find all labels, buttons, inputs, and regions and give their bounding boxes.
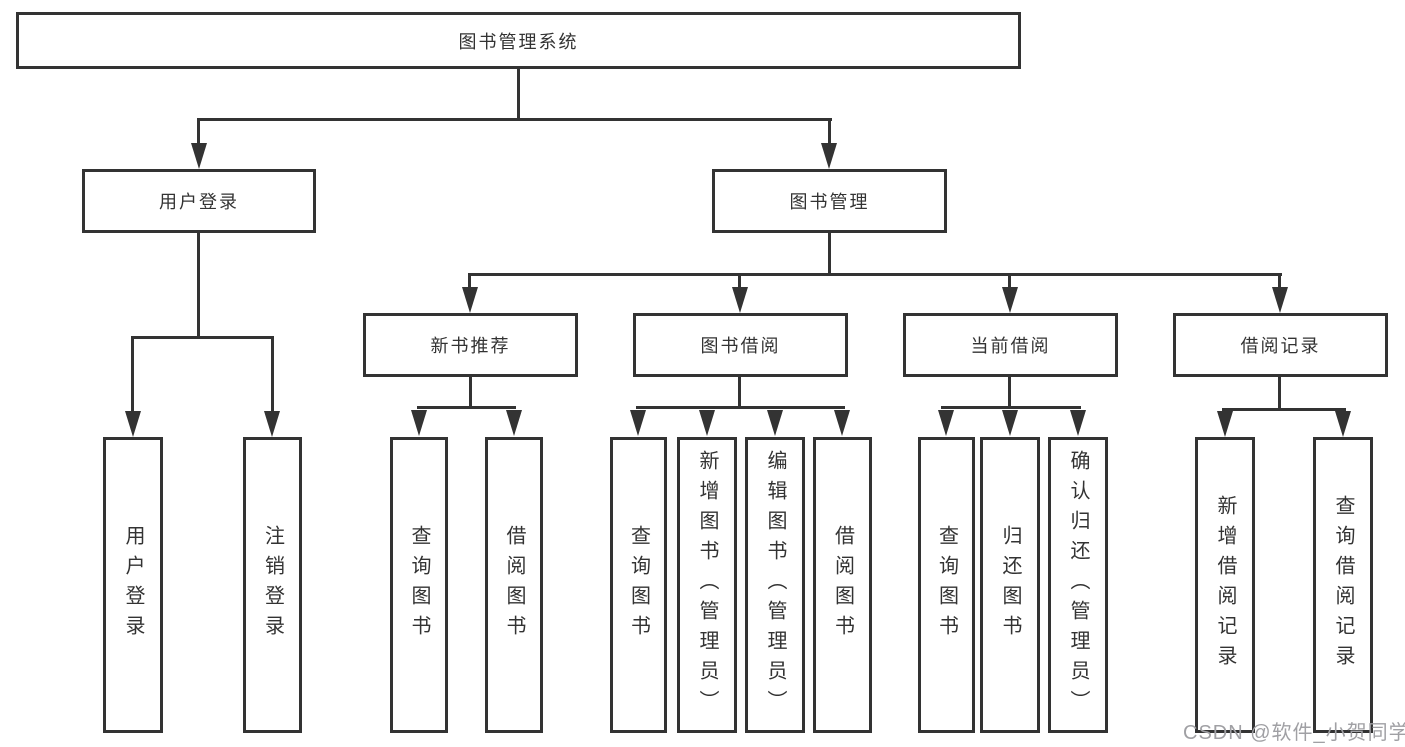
node-label: 图书管理系统	[458, 31, 579, 52]
connector-line	[197, 118, 200, 148]
connector-line	[941, 406, 1081, 409]
leaf-current-confirm-return-admin: 确认归还（管理员）	[1048, 437, 1108, 733]
arrow-down-icon	[821, 143, 837, 169]
node-label: 查询借阅记录	[1332, 495, 1354, 675]
leaf-records-add-borrow-record: 新增借阅记录	[1195, 437, 1255, 733]
node-label: 查询图书	[408, 525, 430, 645]
node-label: 借阅图书	[831, 525, 854, 645]
arrow-down-icon	[834, 410, 850, 436]
node-user-login: 用户登录	[82, 169, 316, 233]
connector-line	[738, 377, 741, 408]
node-label: 查询图书	[627, 525, 650, 645]
arrow-down-icon	[938, 410, 954, 436]
connector-line	[517, 68, 520, 120]
node-label: 图书管理	[789, 192, 870, 212]
connector-line	[1222, 408, 1346, 411]
connector-line	[636, 406, 845, 409]
connector-line	[417, 406, 516, 409]
arrow-down-icon	[1002, 287, 1018, 313]
node-label: 新书推荐	[430, 336, 511, 356]
node-label: 新增借阅记录	[1214, 495, 1236, 675]
arrow-down-icon	[1002, 410, 1018, 436]
node-label: 新增图书（管理员）	[696, 450, 718, 720]
connector-line	[469, 377, 472, 408]
node-new-book-recommendation: 新书推荐	[363, 313, 578, 377]
leaf-recommend-query-books: 查询图书	[390, 437, 448, 733]
node-label: 借阅记录	[1240, 336, 1321, 356]
connector-line	[1008, 273, 1011, 291]
leaf-current-return-books: 归还图书	[980, 437, 1040, 733]
arrow-down-icon	[1272, 287, 1288, 313]
connector-line	[131, 336, 274, 339]
arrow-down-icon	[462, 287, 478, 313]
leaf-borrowing-add-books-admin: 新增图书（管理员）	[677, 437, 737, 733]
leaf-borrowing-borrow-books: 借阅图书	[813, 437, 872, 733]
leaf-records-query-borrow-record: 查询借阅记录	[1313, 437, 1373, 733]
arrow-down-icon	[506, 410, 522, 436]
leaf-recommend-borrow-books: 借阅图书	[485, 437, 543, 733]
node-label: 确认归还（管理员）	[1067, 450, 1089, 720]
node-label: 查询图书	[935, 525, 958, 645]
leaf-logout: 注销登录	[243, 437, 302, 733]
node-label: 注销登录	[261, 525, 284, 645]
node-label: 当前借阅	[970, 336, 1051, 356]
arrow-down-icon	[767, 410, 783, 436]
connector-line	[738, 273, 741, 291]
arrow-down-icon	[732, 287, 748, 313]
connector-line	[468, 273, 1282, 276]
connector-line	[271, 336, 274, 414]
arrow-down-icon	[264, 411, 280, 437]
arrow-down-icon	[630, 410, 646, 436]
connector-line	[1278, 377, 1281, 410]
arrow-down-icon	[1335, 411, 1351, 437]
connector-line	[468, 273, 471, 291]
leaf-user-login: 用户登录	[103, 437, 163, 733]
connector-line	[1278, 273, 1281, 291]
node-label: 图书借阅	[700, 336, 781, 356]
node-label: 编辑图书（管理员）	[764, 450, 786, 720]
node-label: 用户登录	[159, 192, 239, 212]
arrow-down-icon	[1070, 410, 1086, 436]
node-book-management: 图书管理	[712, 169, 947, 233]
node-borrowing-records: 借阅记录	[1173, 313, 1388, 377]
node-label: 用户登录	[122, 525, 144, 645]
arrow-down-icon	[411, 410, 427, 436]
connector-line	[1008, 377, 1011, 408]
node-library-management-system: 图书管理系统	[16, 12, 1021, 69]
leaf-borrowing-query-books: 查询图书	[610, 437, 667, 733]
connector-line	[131, 336, 134, 414]
arrow-down-icon	[1217, 411, 1233, 437]
leaf-borrowing-edit-books-admin: 编辑图书（管理员）	[745, 437, 805, 733]
arrow-down-icon	[699, 410, 715, 436]
node-label: 借阅图书	[503, 525, 525, 645]
csdn-watermark: CSDN @软件_小贺同学	[1183, 722, 1405, 744]
connector-line	[828, 118, 831, 148]
connector-line	[197, 233, 200, 339]
connector-line	[828, 233, 831, 275]
leaf-current-query-books: 查询图书	[918, 437, 975, 733]
node-label: 归还图书	[999, 525, 1021, 645]
arrow-down-icon	[125, 411, 141, 437]
connector-line	[197, 118, 832, 121]
node-book-borrowing: 图书借阅	[633, 313, 848, 377]
arrow-down-icon	[191, 143, 207, 169]
node-current-borrowing: 当前借阅	[903, 313, 1118, 377]
